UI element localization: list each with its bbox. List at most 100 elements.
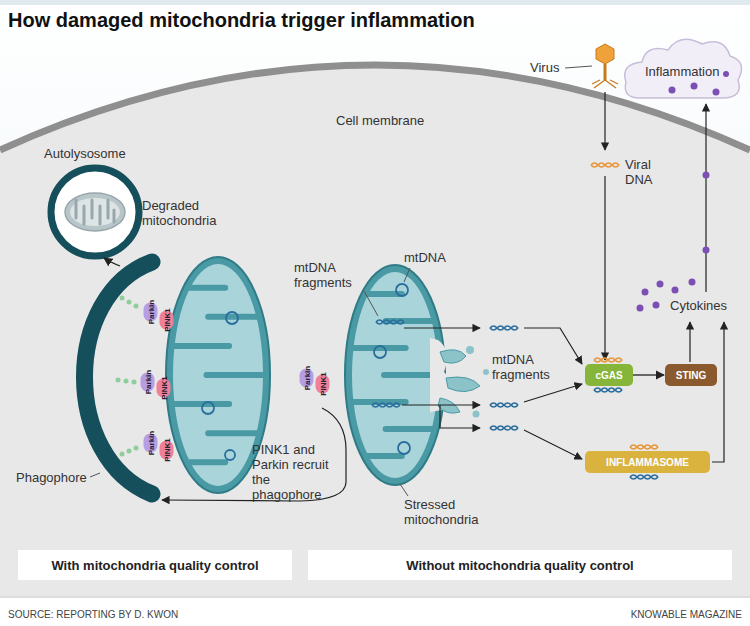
background <box>0 597 750 598</box>
node-text: INFLAMMASOME <box>606 457 689 468</box>
cytokine-pathway <box>712 322 724 462</box>
cytokine-pathway <box>653 302 660 309</box>
mtdna-fragment-arrows <box>402 404 480 405</box>
cytokine-pathway <box>705 104 706 292</box>
pink1-protein: PINK1 <box>159 311 173 330</box>
phagophore <box>120 452 125 457</box>
dna-label: mtDNA <box>404 250 446 265</box>
chip-strands <box>630 475 658 479</box>
autolysosome <box>76 200 114 224</box>
organelle-label: Degraded mitochondria <box>142 198 234 228</box>
background <box>0 596 750 626</box>
burst <box>473 411 480 418</box>
protein-box: INFLAMMASOME <box>585 451 710 473</box>
burst <box>466 346 474 354</box>
virus <box>565 44 619 365</box>
virus <box>565 66 592 68</box>
mtdna-rings <box>374 346 386 358</box>
cytokine-pathway <box>637 172 710 312</box>
parkin-protein: Parkin <box>143 434 157 453</box>
burst <box>483 369 489 375</box>
crista <box>208 430 257 436</box>
pathway-arrow <box>633 374 664 375</box>
phagophore <box>132 380 137 385</box>
virus <box>604 176 605 360</box>
mtdna-rings <box>202 402 214 414</box>
phagophore <box>90 473 100 477</box>
phagophore <box>127 449 132 454</box>
inflammation-cloud <box>669 87 676 94</box>
diagram-title: How damaged mitochondria trigger inflamm… <box>8 9 475 32</box>
phagophore <box>116 378 121 383</box>
cytokine-pathway <box>637 305 644 312</box>
mtdna-fragment-arrows <box>364 291 378 316</box>
inflammation-cloud <box>625 39 742 98</box>
node-text: PINK1 <box>159 376 168 400</box>
burst <box>438 350 480 413</box>
cytokine-pathway <box>672 287 679 294</box>
protein-box: cGAS <box>585 364 633 386</box>
outcome-label: Inflammation <box>645 64 719 79</box>
healthy-mitochondrion <box>173 264 263 486</box>
organelle-label: Autolysosome <box>44 146 126 161</box>
phagophore <box>134 304 139 309</box>
mtdna-rings <box>396 284 408 296</box>
node-text: Parkin <box>302 366 311 390</box>
pink1-protein: PINK1 <box>159 441 173 460</box>
organelle-label: Stressed mitochondria <box>404 497 494 527</box>
protein-box: STING <box>665 364 717 386</box>
mtdna-fragment-arrows <box>404 327 480 328</box>
stressed-mitochondrion <box>352 272 438 478</box>
node-text: PINK1 <box>162 308 171 332</box>
phagophore <box>134 446 139 451</box>
dna-label: mtDNA fragments <box>492 352 562 382</box>
cytokine-pathway <box>703 247 710 254</box>
panel-caption: With mitochondria quality control <box>18 550 292 580</box>
recruit-arrow <box>162 408 346 501</box>
crista <box>208 314 257 320</box>
mtdna-fragment-arrows <box>490 426 518 430</box>
background <box>0 65 750 596</box>
chip-strands <box>630 445 658 449</box>
chip-strands <box>594 388 622 392</box>
node-text: Parkin <box>146 300 155 324</box>
pathogen-label: Virus <box>530 60 559 75</box>
virus <box>604 92 605 150</box>
recruit-arrow <box>162 408 346 501</box>
cytokine-pathway <box>642 289 649 296</box>
phagophore <box>116 296 139 457</box>
inflammation-cloud <box>691 83 698 90</box>
publisher-credit: KNOWABLE MAGAZINE <box>631 607 742 622</box>
mtdna-fragment-arrows <box>524 430 582 459</box>
process-note: PINK1 and Parkin recruit the phagophore <box>252 442 340 502</box>
mtdna-fragment-arrows <box>404 268 410 282</box>
mtdna-rings <box>202 284 410 460</box>
dna-label: mtDNA fragments <box>294 260 362 290</box>
virus <box>592 80 618 88</box>
node-text: Parkin <box>143 370 152 394</box>
mtdna-rings <box>398 442 410 454</box>
node-text: With mitochondria quality control <box>51 558 258 573</box>
parkin-protein: Parkin <box>299 369 313 388</box>
phagophore <box>104 258 120 266</box>
node-text: PINK1 <box>162 438 171 462</box>
background <box>0 0 750 5</box>
crista <box>174 343 230 349</box>
chip-strands <box>594 358 622 362</box>
crista <box>207 372 265 378</box>
cytokine-pathway <box>657 281 664 288</box>
mtdna-fragment-arrows <box>376 320 404 324</box>
crista <box>189 285 225 291</box>
structure-label: Phagophore <box>16 470 87 485</box>
phagophore <box>120 296 125 301</box>
molecule-label: Cytokines <box>670 298 727 313</box>
cytokine-pathway <box>689 322 690 362</box>
node-text: Without mitochondria quality control <box>406 558 633 573</box>
node-text: STING <box>676 370 707 381</box>
phagophore <box>127 300 132 305</box>
crista <box>189 459 225 465</box>
